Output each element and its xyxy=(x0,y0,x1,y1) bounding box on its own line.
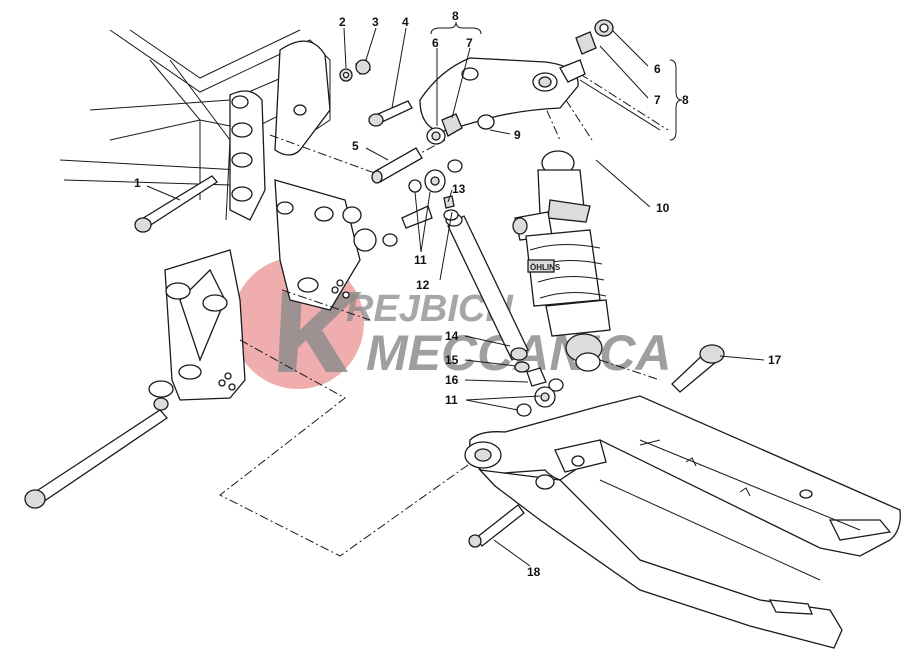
callout-7-top: 7 xyxy=(466,36,473,50)
callout-9: 9 xyxy=(514,128,521,142)
part-2-washer xyxy=(339,68,353,82)
callout-8-right: 8 xyxy=(682,93,689,107)
callout-11-upper: 11 xyxy=(414,253,427,267)
part-15-washer xyxy=(514,361,530,373)
part-1-bolt xyxy=(134,175,218,233)
callout-8-top: 8 xyxy=(452,9,459,23)
part-18-bolt xyxy=(468,504,525,548)
part-11-bushings-lower xyxy=(516,378,564,417)
callout-4: 4 xyxy=(402,15,409,29)
part-16-bolt xyxy=(526,367,547,387)
callout-3: 3 xyxy=(372,15,379,29)
mounting-plate xyxy=(274,179,361,311)
watermark-logo-k xyxy=(278,292,362,372)
part-14-linkage-rod xyxy=(445,213,529,361)
callout-5: 5 xyxy=(352,139,359,153)
shock-brand-text: ÖHLINS xyxy=(530,263,561,272)
frame-assembly xyxy=(59,29,331,221)
callout-6-right: 6 xyxy=(654,62,661,76)
leader-lines xyxy=(146,21,765,567)
callout-6-top: 6 xyxy=(432,36,439,50)
callout-16: 16 xyxy=(445,373,459,387)
rocker-linkage xyxy=(419,57,586,133)
part-3-bush xyxy=(355,59,371,75)
callout-18: 18 xyxy=(527,565,541,579)
callout-11-lower: 11 xyxy=(445,393,458,407)
callout-13: 13 xyxy=(452,182,466,196)
callout-15: 15 xyxy=(445,353,459,367)
part-6-7-bushings-right xyxy=(575,19,614,55)
part-17-pin xyxy=(671,344,725,393)
part-10-shock-absorber: ÖHLINS xyxy=(512,150,611,372)
footrest-bracket xyxy=(164,249,246,401)
part-4-bolt xyxy=(368,100,413,127)
callout-1: 1 xyxy=(134,176,141,190)
callout-14: 14 xyxy=(445,329,459,343)
callout-2: 2 xyxy=(339,15,346,29)
part-5-spacer xyxy=(371,147,423,184)
callout-17: 17 xyxy=(768,353,782,367)
part-6-7-bushings-top xyxy=(426,113,495,145)
shock-brand-label xyxy=(527,259,555,273)
part-11-bushings-upper xyxy=(342,159,463,252)
pivot-shaft xyxy=(24,380,174,509)
swingarm xyxy=(464,395,901,649)
callout-10: 10 xyxy=(656,201,670,215)
callout-12: 12 xyxy=(416,278,430,292)
callout-labels: 1 2 3 4 5 8 6 7 9 10 11 12 13 14 15 16 1… xyxy=(134,9,782,579)
part-13-grease-nipple xyxy=(443,195,459,221)
callout-7-right: 7 xyxy=(654,93,661,107)
